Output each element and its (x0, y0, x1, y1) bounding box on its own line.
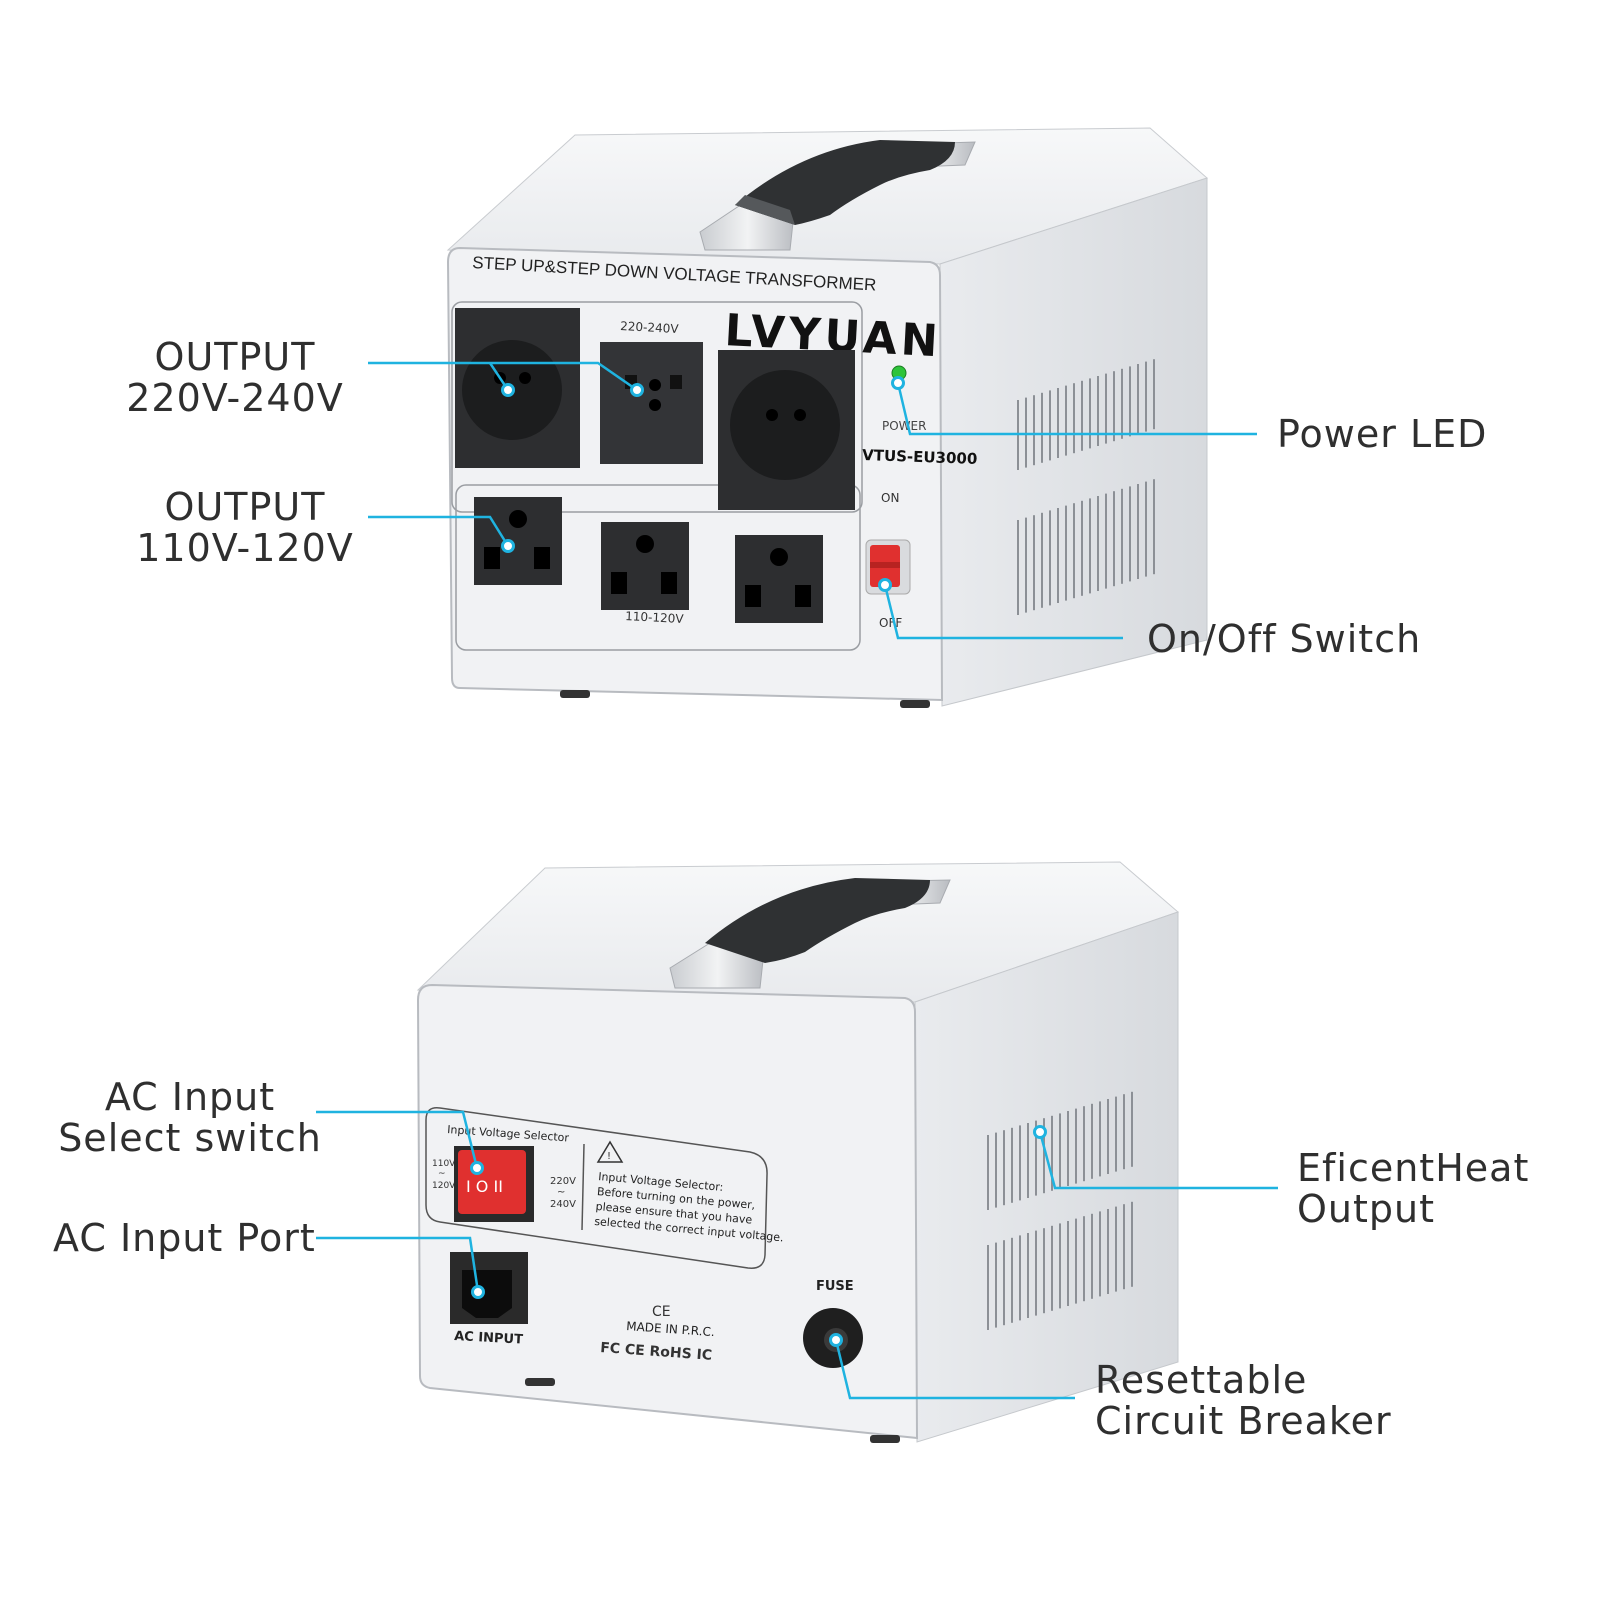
callout-dot (501, 539, 515, 553)
callout-dot (1033, 1125, 1047, 1139)
callout-dot (471, 1285, 485, 1299)
low-group-label: 110-120V (625, 609, 685, 626)
back-face (416, 983, 919, 1440)
input-voltage-selector-switch[interactable]: I O II (454, 1146, 534, 1222)
low-output-panel (455, 484, 861, 651)
front-unit: STEP UP&STEP DOWN VOLTAGE TRANSFORMER LV… (446, 127, 1208, 708)
svg-text:!: ! (607, 1151, 611, 1162)
callout-line-heat (1038, 1131, 1278, 1190)
ac-input-port[interactable] (450, 1252, 528, 1324)
universal-socket (600, 342, 703, 464)
high-range-label: 220V~240V (550, 1176, 576, 1210)
handle (669, 878, 951, 989)
callout-line-output-low (368, 515, 510, 547)
schuko-socket (718, 350, 855, 510)
handle (699, 140, 976, 251)
off-label: OFF (879, 616, 902, 630)
high-output-panel (451, 301, 863, 513)
ac-input-label: AC INPUT (454, 1329, 524, 1348)
callout-dots (470, 376, 1047, 1347)
warning-icon: ! (596, 1140, 624, 1163)
callout-dot (829, 1333, 843, 1347)
callout-lines (316, 361, 1278, 1400)
svg-text:I O II: I O II (466, 1177, 503, 1196)
callout-dot (501, 383, 515, 397)
low-range-label: 110V~120V (432, 1159, 456, 1191)
certification-marks: FC CE RoHS IC (600, 1340, 713, 1364)
us-socket (601, 522, 689, 610)
callout-line-breaker (834, 1339, 1075, 1400)
callout-line-output-high (368, 361, 638, 392)
callout-dot (630, 383, 644, 397)
callout-dot (878, 578, 892, 592)
high-group-label: 220-240V (620, 319, 680, 336)
callout-dot (891, 376, 905, 390)
us-socket (735, 535, 823, 623)
vents (1017, 359, 1155, 615)
callout-on-off-switch: On/Off Switch (1147, 617, 1422, 661)
callout-line-ac-port (316, 1236, 480, 1293)
callout-line-power-led (896, 382, 1257, 436)
ce-mark: CE (652, 1304, 671, 1320)
selector-label-panel (425, 1107, 768, 1269)
heat-vents (987, 1091, 1133, 1330)
fuse-label: FUSE (816, 1279, 854, 1294)
callout-power-led: Power LED (1277, 412, 1488, 456)
callout-dot (470, 1161, 484, 1175)
us-socket (474, 497, 562, 585)
power-label: POWER (882, 419, 926, 433)
schuko-socket (455, 308, 580, 468)
model-label: VTUS-EU3000 (862, 446, 978, 468)
callout-line-ac-select (316, 1110, 479, 1169)
callout-line-on-off (883, 584, 1123, 640)
on-label: ON (881, 491, 899, 505)
callout-ac-input-port: AC Input Port (53, 1216, 316, 1260)
back-unit: Input Voltage Selector 110V~120V I O II … (416, 861, 1179, 1443)
made-in-label: MADE IN P.R.C. (626, 1319, 715, 1339)
